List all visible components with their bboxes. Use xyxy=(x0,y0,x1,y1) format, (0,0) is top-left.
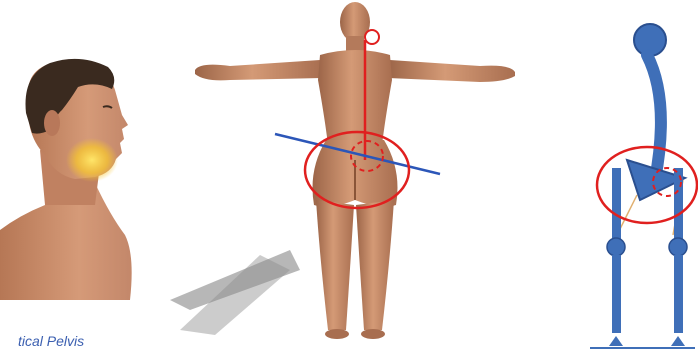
neck-marker-circle xyxy=(365,30,379,44)
body-back-view-icon xyxy=(170,0,540,353)
caption-text: tical Pelvis xyxy=(18,333,84,349)
head-profile-icon xyxy=(0,55,140,300)
skeleton-diagram xyxy=(585,10,698,353)
head-profile-image xyxy=(0,55,140,300)
skeleton-diagram-icon xyxy=(585,10,698,353)
body-back-view-image xyxy=(170,0,540,353)
